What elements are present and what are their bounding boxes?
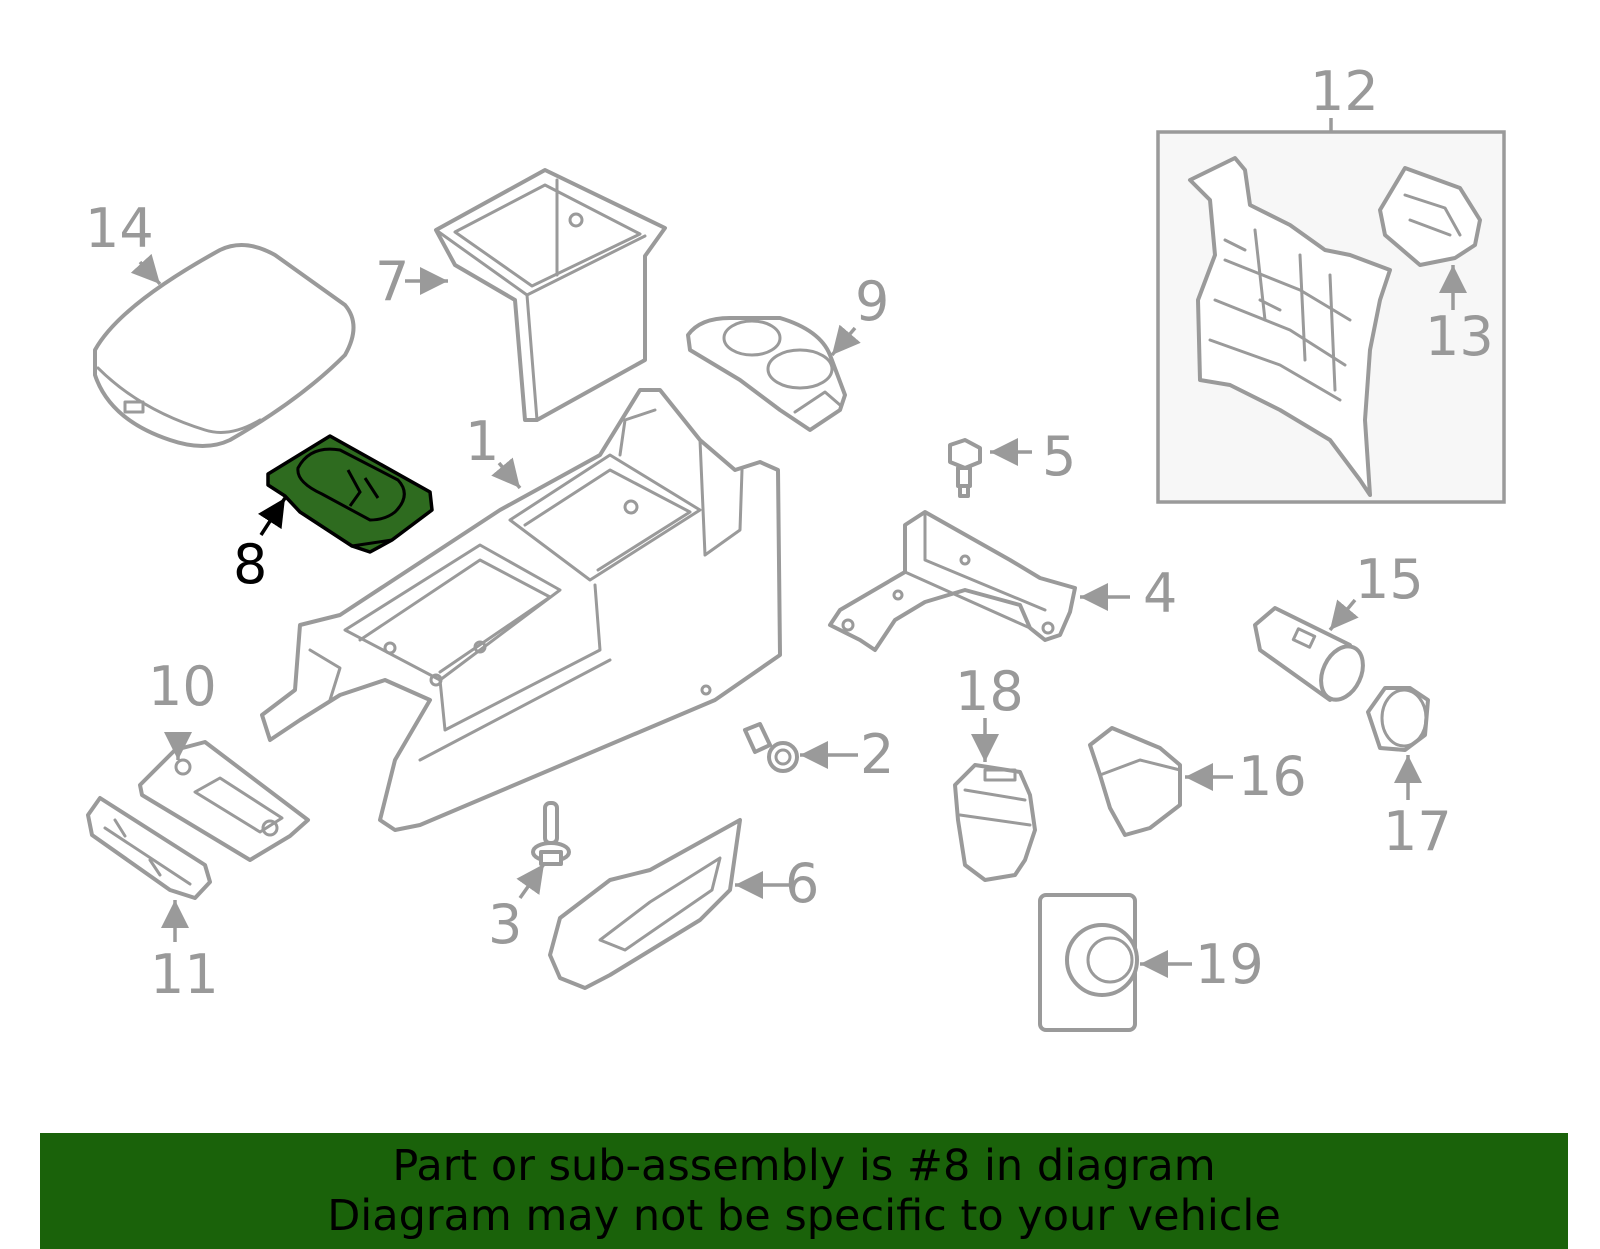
callout-19: 19	[1195, 933, 1264, 996]
callout-16: 16	[1238, 745, 1307, 808]
part-14-armrest-lid[interactable]	[93, 243, 356, 448]
part-4-bracket[interactable]	[828, 510, 1077, 652]
banner-line-2: Diagram may not be specific to your vehi…	[327, 1191, 1281, 1241]
part-6-side-trim[interactable]	[548, 818, 742, 990]
part-13-small-bracket[interactable]	[1378, 166, 1482, 267]
callout-8: 8	[233, 533, 267, 596]
callout-17: 17	[1383, 800, 1452, 863]
callout-3: 3	[488, 893, 522, 956]
part-8-console-tray[interactable]	[266, 434, 434, 554]
callout-11: 11	[150, 943, 219, 1006]
callout-15: 15	[1355, 548, 1424, 611]
callout-7: 7	[375, 250, 409, 313]
part-18-switch-module[interactable]	[953, 763, 1037, 882]
part-9-cup-holder[interactable]	[686, 316, 847, 432]
leader-1	[491, 457, 522, 490]
part-15-socket[interactable]	[1253, 606, 1371, 706]
callout-5: 5	[1042, 425, 1076, 488]
leader-8	[258, 497, 287, 536]
leader-14	[130, 253, 162, 286]
callout-1: 1	[465, 410, 499, 473]
part-12-side-panel[interactable]	[1188, 156, 1392, 497]
part-17-socket-ring[interactable]	[1366, 686, 1430, 752]
part-5-clip[interactable]	[948, 438, 982, 498]
part-16-switch[interactable]	[1088, 726, 1182, 837]
callout-10: 10	[148, 655, 217, 718]
info-banner: Part or sub-assembly is #8 in diagram Di…	[40, 1133, 1568, 1249]
part-3-stud-bolt[interactable]	[531, 801, 571, 866]
callout-9: 9	[855, 270, 889, 333]
part-1-console-body[interactable]	[260, 388, 782, 832]
leader-15	[1328, 598, 1359, 632]
part-7-storage-bin[interactable]	[434, 168, 667, 422]
leader-9	[830, 324, 861, 357]
part-19-control-knob[interactable]	[1038, 893, 1139, 1032]
part-2-bolt[interactable]	[743, 722, 799, 773]
callout-14: 14	[85, 197, 154, 260]
callout-2: 2	[860, 723, 894, 786]
parts-diagram: 14 7 9 1 8 5 4 15 12 13 10 11 2 3 6 18 1…	[85, 60, 1506, 1032]
callout-12: 12	[1310, 60, 1379, 123]
callout-4: 4	[1143, 562, 1177, 625]
part-11-trim-strip[interactable]	[86, 796, 212, 900]
callout-6: 6	[785, 852, 819, 915]
leader-3	[516, 862, 546, 900]
banner-line-1: Part or sub-assembly is #8 in diagram	[392, 1141, 1216, 1191]
callout-13: 13	[1425, 305, 1494, 368]
callout-18: 18	[955, 660, 1024, 723]
